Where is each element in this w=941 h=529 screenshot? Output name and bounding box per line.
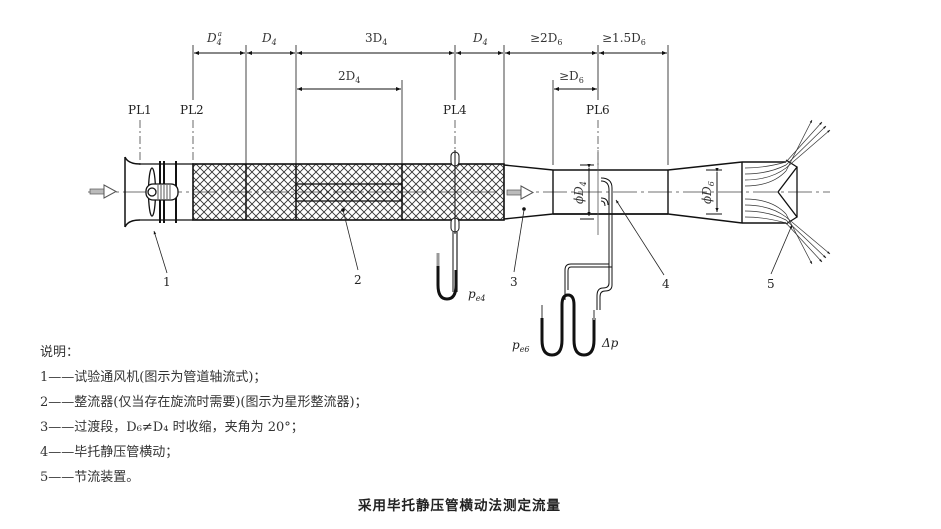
dim-ge15d6: ≥1.5D6 — [602, 31, 646, 47]
diffuser-section — [667, 161, 786, 224]
label-dp: Δp — [601, 336, 619, 350]
flow-straightener-duct — [192, 163, 505, 221]
callout-5: 5 — [767, 277, 775, 291]
dim-phi-d6 — [706, 168, 722, 215]
figure-caption: 采用毕托静压管横动法测定流量 — [358, 498, 561, 514]
manometer-pe6-dp-icon — [540, 290, 596, 357]
pitot-static-tube — [564, 150, 613, 310]
dim-phi-d4 — [580, 164, 594, 220]
transition-section — [503, 164, 669, 220]
label-pe6: pe6 — [512, 338, 530, 354]
outlet-flow-arrow-icon — [506, 185, 535, 200]
legend-title: 说明： — [40, 345, 80, 360]
inlet-flow-arrow-icon — [89, 184, 118, 199]
legend: 说明： 1——试验通风机(图示为管道轴流式)； 2——整流器(仅当存在旋流时需要… — [40, 340, 368, 490]
test-fan — [140, 161, 193, 223]
pl4-pressure-tap — [450, 150, 460, 292]
manometer-pe4-icon — [436, 253, 458, 301]
legend-item: 3——过渡段，D₆≠D₄ 时收缩，夹角为 20°； — [40, 420, 304, 435]
dimension-lines — [194, 51, 667, 91]
plane-pl2: PL2 — [180, 103, 204, 117]
legend-item: 5——节流装置。 — [40, 470, 140, 485]
callout-4: 4 — [662, 277, 670, 291]
dim-ge2d6: ≥2D6 — [530, 31, 562, 47]
bellmouth-inlet — [124, 156, 141, 228]
dim-d4: D4 — [261, 31, 277, 47]
legend-item: 2——整流器(仅当存在旋流时需要)(图示为星形整流器)； — [40, 395, 368, 410]
dim-3d4: 3D4 — [365, 31, 387, 47]
label-phi-d4: ϕD4 — [572, 181, 588, 204]
dim-d4-b: D4 — [472, 31, 488, 47]
callout-1: 1 — [163, 275, 171, 289]
callout-2: 2 — [354, 273, 362, 287]
label-pe4: pe4 — [468, 287, 486, 303]
legend-item: 4——毕托静压管横动； — [40, 445, 179, 460]
extension-lines — [192, 45, 669, 165]
callout-3: 3 — [510, 275, 518, 289]
label-phi-d6: ϕD6 — [700, 181, 716, 204]
dim-2d4: 2D4 — [338, 69, 360, 85]
throttle-device — [744, 119, 831, 265]
leader-lines — [153, 199, 793, 276]
plane-pl4: PL4 — [443, 103, 467, 117]
plane-pl6: PL6 — [586, 103, 610, 117]
plane-lines — [139, 120, 599, 165]
legend-item: 1——试验通风机(图示为管道轴流式)； — [40, 370, 267, 385]
dim-d4a: D4a — [206, 30, 222, 47]
dim-ged6: ≥D6 — [559, 69, 584, 85]
plane-pl1: PL1 — [128, 103, 152, 117]
